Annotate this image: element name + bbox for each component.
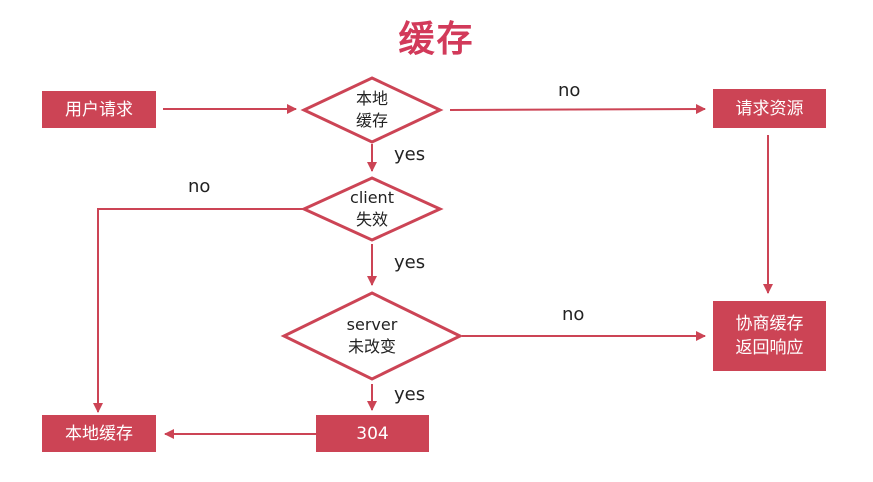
diamond-local-cache-line1: 本地 [355, 89, 388, 108]
node-user-request-label: 用户请求 [65, 99, 133, 120]
edge-label-local-yes: yes [394, 144, 426, 165]
diamond-client-invalid-line2: 失效 [355, 210, 388, 229]
node-304-label: 304 [356, 423, 389, 444]
edge-label-client-no: no [188, 176, 211, 197]
diamond-server-unchanged-line2: 未改变 [347, 337, 396, 356]
client-invalid-diamond [300, 176, 444, 242]
edge-label-server-no: no [562, 304, 585, 325]
diamond-server-unchanged-line1: server [346, 315, 398, 334]
server-unchanged-diamond [280, 291, 464, 381]
edge-label-client-yes: yes [394, 252, 426, 273]
node-local-cache-result: 本地缓存 [42, 415, 156, 452]
node-local-cache-result-label: 本地缓存 [65, 423, 133, 444]
page-title: 缓存 [398, 19, 475, 60]
arrow-local-to-request [449, 104, 706, 115]
diamond-local-cache-label: 本地 缓存 [322, 86, 422, 134]
diamond-client-invalid-label: client 失效 [322, 185, 422, 233]
diamond-local-cache-line2: 缓存 [355, 111, 388, 130]
node-304: 304 [316, 415, 429, 452]
node-user-request: 用户请求 [42, 91, 156, 128]
node-request-resource: 请求资源 [713, 89, 826, 128]
diamond-client-invalid-line1: client [350, 188, 394, 207]
node-negotiate-cache-line2: 返回响应 [735, 338, 804, 358]
edge-label-local-no: no [558, 80, 581, 101]
node-negotiate-cache: 协商缓存 返回响应 [713, 301, 826, 371]
local-cache-diamond [300, 76, 444, 144]
arrow-client-to-localcache [93, 208, 304, 413]
node-negotiate-cache-line1: 协商缓存 [735, 314, 804, 334]
node-request-resource-label: 请求资源 [735, 98, 804, 119]
diamond-server-unchanged-label: server 未改变 [312, 312, 432, 360]
edge-label-server-yes: yes [394, 384, 426, 405]
